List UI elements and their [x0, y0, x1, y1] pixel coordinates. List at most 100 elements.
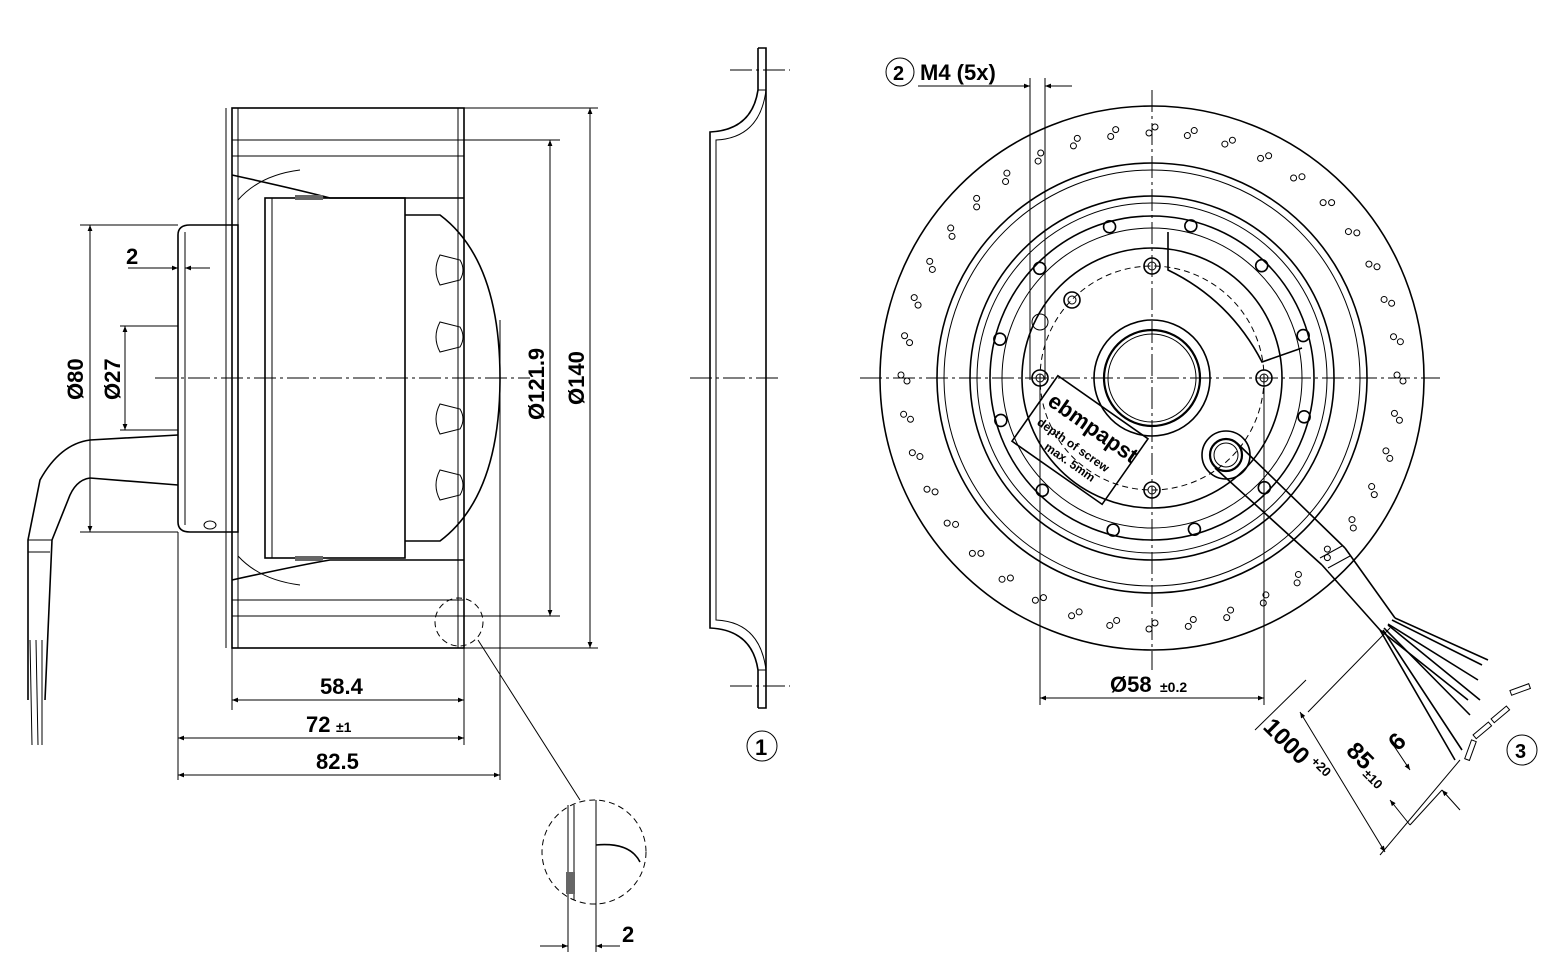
blade-hole [897, 371, 905, 379]
blade-hole [1349, 524, 1357, 532]
rotor-hole [1187, 522, 1202, 536]
screw-hole-inner [1147, 261, 1157, 271]
rotor-holes [993, 219, 1311, 537]
screw-hole [1143, 481, 1161, 499]
blade-hole [1106, 621, 1114, 629]
dim-58-4: 58.4 [320, 674, 364, 699]
wire-ends [1464, 683, 1532, 762]
rotor-hole [1035, 483, 1050, 498]
blade-hole [973, 203, 981, 211]
blade-hole [1399, 377, 1407, 385]
blade-hole [1386, 454, 1394, 462]
blade-hole [1370, 491, 1378, 499]
blade-hole [1319, 199, 1327, 207]
dim-d80: Ø80 [63, 358, 88, 400]
blade-hole [928, 265, 936, 273]
rotor-hole [1254, 258, 1269, 273]
blade-hole [1380, 295, 1388, 303]
blade-hole [1221, 140, 1229, 148]
blade-hole [900, 410, 908, 418]
blade-hole [1002, 178, 1010, 186]
blade-hole [908, 449, 916, 457]
blade-hole [906, 415, 914, 423]
dim-72-tol: ±1 [336, 719, 352, 735]
screw-hole [1143, 257, 1161, 275]
blade-hole [1112, 126, 1120, 134]
blade-hole [1039, 594, 1047, 602]
rotor-hole [1102, 220, 1117, 234]
front-view: ebmpapst depth of screw max. 5mm Ø58 ±0.… [860, 57, 1538, 856]
blade-hole [948, 232, 956, 240]
dim-d58-tol: ±0.2 [1160, 679, 1187, 695]
blade-hole [1348, 516, 1356, 524]
screw-hole-inner [1147, 485, 1157, 495]
blade-hole [1393, 371, 1401, 379]
rotor-hole [994, 413, 1008, 428]
blade-hole [1373, 263, 1381, 271]
dim-d58: Ø58 [1110, 672, 1152, 697]
dim-72: 72 [306, 712, 330, 737]
blade-hole [968, 549, 976, 557]
blade-hole [1293, 579, 1301, 587]
inlet-nozzle-view: 1 [690, 47, 790, 762]
blade-hole [1184, 622, 1192, 630]
blade-hole [1151, 619, 1159, 627]
blade-hole [1031, 596, 1039, 604]
blade-hole [1390, 333, 1398, 341]
dim-2-bottom: 2 [622, 922, 634, 947]
blade-hole [1382, 447, 1390, 455]
blade-hole [1396, 338, 1404, 346]
dim-82-5: 82.5 [316, 749, 359, 774]
blade-hole [1003, 169, 1011, 177]
blade-hole [903, 377, 911, 385]
blade-hole [1068, 612, 1076, 620]
screw-hole [1063, 291, 1081, 309]
blade-hole [1075, 608, 1083, 616]
blade-hole [926, 257, 934, 265]
blade-hole [973, 194, 981, 202]
blade-hole [1113, 616, 1121, 624]
blade-hole [1223, 614, 1231, 622]
blade-hole [1183, 132, 1191, 140]
blade-hole [1290, 174, 1298, 182]
screw-hole-inner [1067, 295, 1077, 305]
blade-hole [1298, 173, 1306, 181]
blade-hole [1107, 132, 1115, 140]
rotor-hole [1032, 261, 1047, 276]
rotor-slots [435, 254, 464, 501]
blade-hole [943, 519, 951, 527]
rotor-hole [1296, 328, 1310, 343]
blade-hole [1323, 545, 1331, 553]
blade-hole [1259, 599, 1267, 607]
blade-hole [1344, 228, 1352, 236]
blade-hole [1227, 606, 1235, 614]
dim-cable-1000-tol: +20 [1308, 753, 1334, 779]
dim-d27: Ø27 [100, 358, 125, 400]
blade-hole [1069, 142, 1077, 150]
callout-2: 2 [893, 63, 904, 85]
blade-hole [1388, 299, 1396, 307]
blade-hole [1190, 127, 1198, 135]
side-view: 2 Ø80 Ø27 Ø121.9 Ø140 58.4 72 ±1 82.5 [27, 107, 598, 801]
blade-holes [897, 123, 1407, 633]
callout-1: 1 [755, 735, 767, 760]
blade-hole [1151, 123, 1159, 131]
blade-hole [1145, 625, 1153, 633]
blade-hole [1145, 129, 1153, 137]
blade-hole [1294, 570, 1302, 578]
blade-hole [916, 453, 924, 461]
blade-hole [1189, 616, 1197, 624]
blade-hole [998, 575, 1006, 583]
callout-3: 3 [1515, 741, 1526, 763]
blade-hole [1353, 229, 1361, 237]
blade-hole [931, 488, 939, 496]
blade-hole [1262, 591, 1270, 599]
blade-hole [1368, 483, 1376, 491]
rotor-hole [993, 332, 1007, 346]
blade-hole [947, 224, 955, 232]
blade-hole [1323, 554, 1331, 562]
blade-hole [910, 294, 918, 302]
blade-hole [1257, 154, 1265, 162]
dim-cable-6: 6 [1383, 728, 1412, 757]
